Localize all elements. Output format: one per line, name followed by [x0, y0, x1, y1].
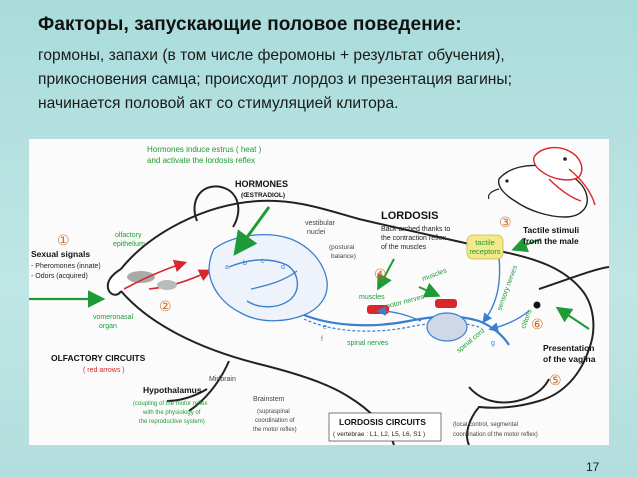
page-number: 17	[586, 460, 600, 474]
sensory-nerve-path	[482, 256, 501, 324]
lordosis-desc-2: the contraction reflex	[381, 235, 446, 242]
muscle-block-2	[435, 299, 457, 308]
brainstem-desc-2: coordination of	[255, 418, 295, 424]
oestradiol-label: (ŒSTRADIOL)	[241, 192, 285, 199]
vomeronasal-organ-shape	[157, 280, 177, 290]
olfactory-circuits-label: OLFACTORY CIRCUITS	[51, 353, 146, 363]
number-4: ④	[374, 266, 387, 282]
number-1: ①	[57, 232, 70, 248]
odors-label: - Odors (acquired)	[31, 273, 88, 280]
tactile-receptors-box	[466, 234, 504, 260]
letter-c: c	[261, 258, 265, 265]
number-5: ⑤	[549, 372, 562, 388]
hormones-note-1: Hormones induce estrus ( heat )	[147, 145, 262, 154]
vomeronasal-label-1: vomeronasal	[93, 314, 134, 321]
hormones-arrow	[233, 206, 271, 256]
hypothalamus-connection	[250, 270, 298, 290]
hormones-note-2: and activate the lordosis reflex	[147, 156, 255, 165]
presentation-arrow	[555, 306, 590, 330]
tactile-receptors-label-2: receptors	[469, 247, 501, 256]
brainstem-desc-3: the motor reflex)	[253, 427, 297, 433]
vomeronasal-red-arrow	[148, 269, 212, 290]
muscles-arrow-2	[418, 282, 441, 298]
hypothalamus-desc-3: the reproductive system)	[139, 419, 205, 425]
letter-d: d	[281, 264, 285, 271]
olfactory-epithelium-shape	[127, 271, 155, 283]
pheromones-label: - Pheromones (innate)	[31, 263, 101, 270]
vomeronasal-label-2: organ	[99, 323, 117, 330]
tactile-receptors-label-1: tactile	[475, 238, 495, 247]
hypothalamus-desc-2: with the physiology of	[142, 410, 201, 416]
postural-label-2: balance)	[331, 253, 356, 260]
presentation-dot	[533, 301, 541, 309]
number-6: ⑥	[531, 316, 544, 332]
postural-label-1: (postural	[329, 244, 355, 251]
hypothalamus-desc-1: (coupling of the motor reflex	[133, 401, 207, 407]
letter-b: b	[243, 260, 247, 267]
vertebrae-label: ( vertebrae : L1, L2, L5, L6, S1 )	[333, 431, 425, 438]
rat-forelimb	[166, 360, 230, 412]
rat-hindlimb	[468, 378, 550, 404]
local-control-label-1: (local control, segmental	[453, 422, 518, 428]
letter-g: g	[491, 340, 495, 347]
presentation-label-1: Presentation	[543, 343, 595, 353]
muscles-label-2: muscles	[421, 267, 448, 283]
number-3: ③	[499, 214, 512, 230]
tactile-stimuli-1: Tactile stimuli	[523, 225, 579, 235]
tactile-arrow	[511, 237, 542, 253]
number-2: ②	[159, 298, 172, 314]
brainstem-desc-1: (supraspinal	[257, 409, 290, 415]
male-rat-illustration	[487, 146, 596, 218]
letter-a: a	[225, 264, 229, 271]
midbrain-label: Midbrain	[209, 376, 236, 383]
rat-snout	[106, 268, 122, 296]
body-line-2: прикосновения самца; происходит лордоз и…	[38, 71, 512, 88]
brainstem-label: Brainstem	[253, 396, 285, 403]
vestibular-label-2: nuclei	[307, 229, 326, 236]
body-line-1: гормоны, запахи (в том числе феромоны + …	[38, 47, 505, 64]
rat-body-outline	[120, 199, 595, 446]
rat-tail	[538, 266, 610, 290]
local-control-label-2: coordination of the motor reflex)	[453, 432, 538, 438]
letter-e: e	[323, 324, 327, 331]
slide-title: Факторы, запускающие половое поведение:	[38, 14, 462, 35]
lordosis-circuits-label: LORDOSIS CIRCUITS	[339, 417, 426, 427]
lordosis-desc-1: Back arched thanks to	[381, 226, 450, 233]
spinal-nerves-label: spinal nerves	[347, 340, 389, 347]
tactile-stimuli-2: from the male	[523, 236, 579, 246]
lordosis-circuits-box	[328, 412, 442, 442]
slide-body: гормоны, запахи (в том числе феромоны + …	[38, 44, 618, 116]
red-arrows-label: ( red arrows )	[83, 367, 125, 374]
lordosis-desc-3: of the muscles	[381, 244, 427, 251]
motor-nerves-label: motor nerves	[384, 293, 426, 310]
olfactory-epithelium-label-2: epithelium	[113, 241, 145, 248]
brain-shape	[208, 234, 328, 322]
olfactory-red-arrow	[123, 259, 188, 290]
letter-f: f	[321, 336, 323, 343]
olfactory-epithelium-label-1: olfactory	[115, 232, 142, 239]
rat-ear	[193, 185, 240, 228]
body-line-3: начинается половой акт со стимуляцией кл…	[38, 95, 399, 112]
motor-nerve-path	[376, 306, 422, 322]
lordosis-figure: tactile receptors a b c d e f g ①	[29, 139, 610, 446]
brain-pathway	[228, 259, 298, 308]
rat-diagram: tactile receptors a b c d e f g ①	[29, 145, 610, 446]
hormones-label: HORMONES	[235, 179, 288, 189]
lordosis-title: LORDOSIS	[381, 210, 438, 222]
spinal-section	[426, 312, 468, 342]
presentation-label-2: of the vagina	[543, 354, 596, 364]
muscles-label-1: muscles	[359, 294, 385, 301]
clitoris-nerve-path	[488, 310, 530, 333]
hypothalamus-label: Hypothalamus	[143, 385, 202, 395]
vestibular-label-1: vestibular	[305, 220, 336, 227]
lordosis-down-arrow	[377, 258, 395, 291]
sexual-signals-label: Sexual signals	[31, 249, 90, 259]
